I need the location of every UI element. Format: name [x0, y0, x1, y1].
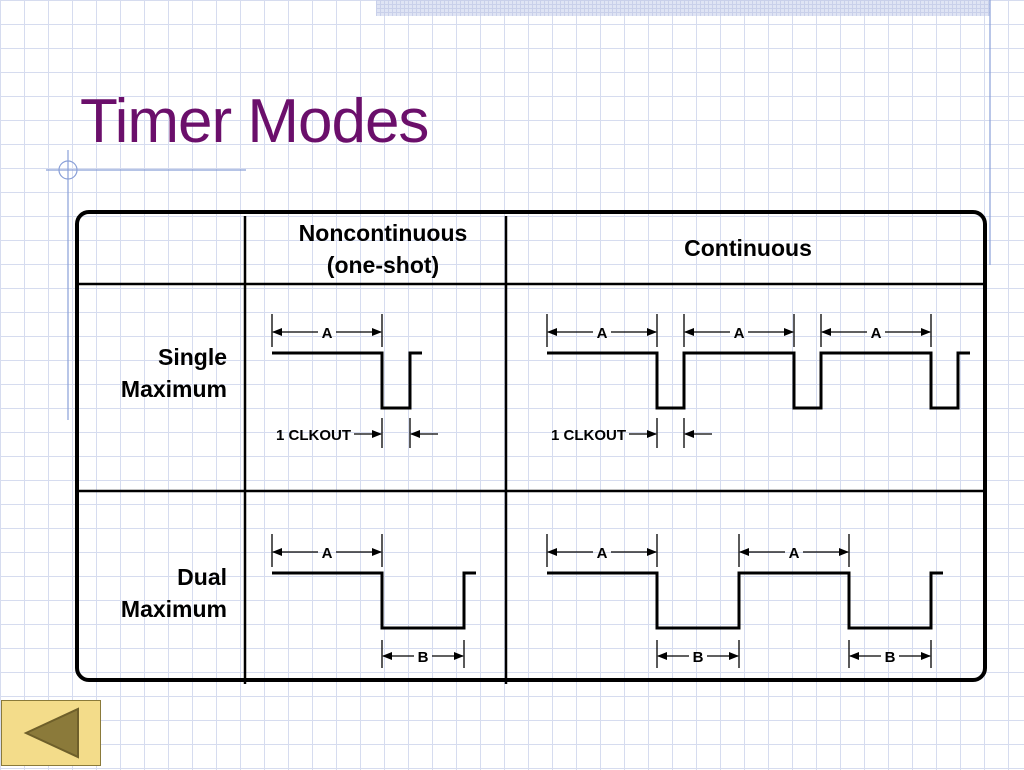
table-border: [75, 210, 987, 682]
label-a: A: [789, 545, 800, 562]
label-b: B: [693, 649, 704, 666]
label-a: A: [871, 325, 882, 342]
waveform-dual-noncontinuous: A B: [271, 534, 476, 668]
label-a: A: [322, 545, 333, 562]
label-a: A: [597, 545, 608, 562]
waveform-dual-continuous: A A B B: [546, 534, 943, 668]
waveform-single-continuous: A A A 1 CLKOUT: [546, 314, 970, 448]
label-b: B: [885, 649, 896, 666]
row-label-dual: Dual: [177, 564, 227, 590]
header-one-shot: (one-shot): [327, 252, 439, 278]
top-decor-band: [376, 0, 990, 16]
label-a: A: [734, 325, 745, 342]
slide-title: Timer Modes: [80, 87, 429, 156]
row-label-single: Single: [158, 344, 227, 370]
header-continuous: Continuous: [684, 235, 812, 261]
label-a: A: [597, 325, 608, 342]
label-b: B: [418, 649, 429, 666]
table-frame: [75, 210, 987, 684]
label-clkout: 1 CLKOUT: [551, 427, 626, 444]
previous-slide-button[interactable]: [1, 700, 101, 766]
row-label-dual-maximum: Maximum: [121, 596, 227, 622]
row-label-single-maximum: Maximum: [121, 376, 227, 402]
header-noncontinuous: Noncontinuous: [299, 220, 468, 246]
label-clkout: 1 CLKOUT: [276, 427, 351, 444]
label-a: A: [322, 325, 333, 342]
waveform-single-noncontinuous: A 1 CLKOUT: [271, 314, 438, 448]
left-triangle-icon: [23, 707, 79, 759]
